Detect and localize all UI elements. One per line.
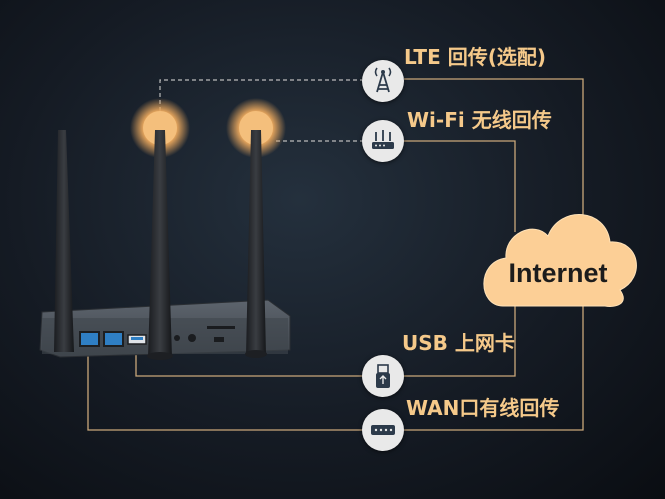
- ethernet-port-icon: [371, 425, 395, 435]
- wan-badge: [362, 409, 404, 451]
- lte-solid-line: [404, 78, 584, 232]
- wifi-solid-line: [404, 140, 516, 232]
- lte-badge: [362, 60, 404, 102]
- wifi-badge: [362, 120, 404, 162]
- cell-tower-icon: [374, 67, 392, 93]
- lte-dashed-line: [159, 79, 362, 118]
- antenna-mid: [246, 130, 266, 356]
- internet-label: Internet: [508, 258, 608, 288]
- usb-drive-icon: [376, 364, 390, 388]
- wan-line: [87, 343, 362, 431]
- usb-badge: [362, 355, 404, 397]
- antenna-left: [148, 130, 172, 358]
- usb-right-line: [404, 300, 516, 377]
- wifi-label: Wi-Fi 无线回传: [407, 108, 552, 132]
- antenna-far-left: [54, 130, 74, 352]
- ethernet-port-2: [103, 331, 124, 347]
- wifi-router-icon: [372, 130, 394, 149]
- ethernet-port-1: [79, 331, 100, 347]
- usb-label: USB 上网卡: [402, 331, 515, 355]
- lte-label: LTE 回传(选配): [404, 45, 546, 69]
- right-down-line: [404, 300, 584, 431]
- wan-label: WAN口有线回传: [406, 396, 560, 420]
